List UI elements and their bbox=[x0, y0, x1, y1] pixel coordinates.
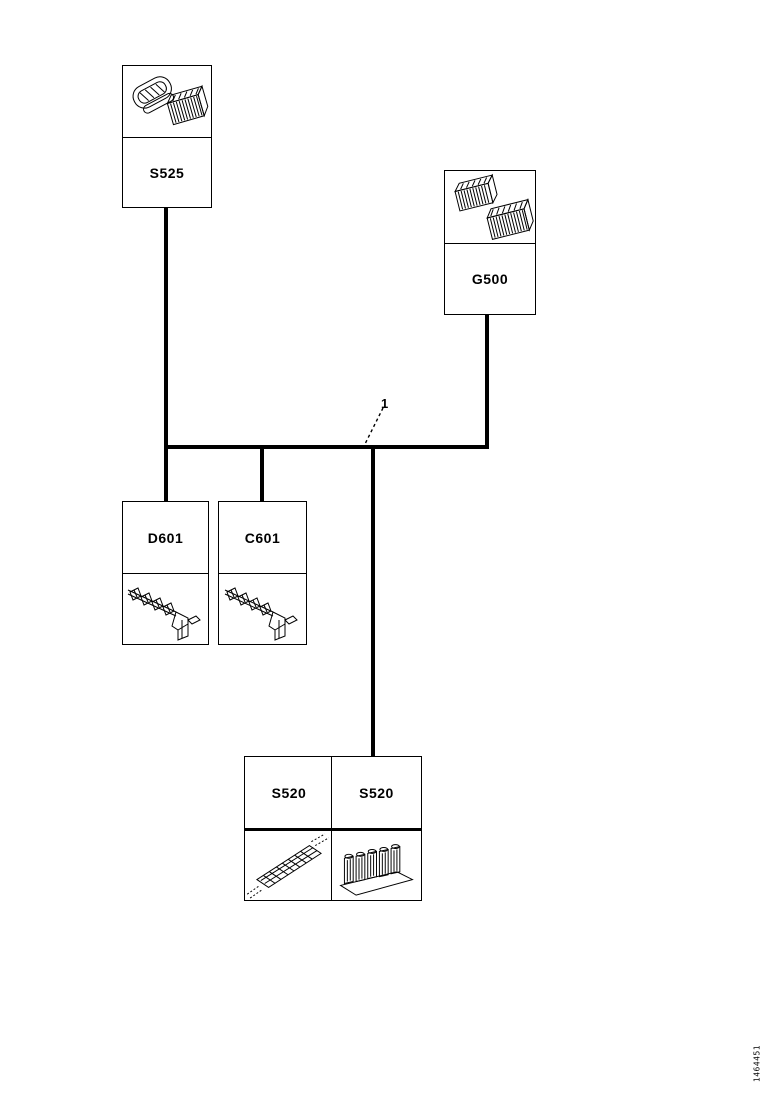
s525-connector-pair-drawing-icon bbox=[123, 66, 211, 137]
c601-terminal-strip-drawing-icon bbox=[219, 573, 306, 644]
connector-node-s525: S525 bbox=[122, 65, 212, 208]
connector-node-g500: G500 bbox=[444, 170, 536, 315]
branch-line-s525-d601 bbox=[164, 204, 168, 502]
callout-leader-line bbox=[362, 407, 384, 449]
node-label-s525: S525 bbox=[149, 164, 185, 181]
connector-node-s520-left: S520 bbox=[244, 756, 334, 901]
harness-trunk-line bbox=[164, 445, 489, 449]
callout-1-label: 1 bbox=[381, 396, 389, 411]
s520-splice-block-drawing-icon bbox=[332, 828, 421, 900]
branch-line-g500 bbox=[485, 311, 489, 448]
branch-line-c601 bbox=[260, 447, 264, 502]
d601-terminal-strip-drawing-icon bbox=[123, 573, 208, 644]
s520-splice-strip-drawing-icon bbox=[245, 828, 333, 900]
branch-line-s520 bbox=[371, 447, 375, 757]
s520-right-label-cell: S520 bbox=[332, 757, 421, 828]
node-label-g500: G500 bbox=[471, 271, 509, 287]
g500-label-cell: G500 bbox=[445, 243, 535, 314]
connector-node-c601: C601 bbox=[218, 501, 307, 645]
node-label-c601: C601 bbox=[244, 529, 281, 546]
node-label-s520-right: S520 bbox=[359, 784, 394, 801]
node-label-d601: D601 bbox=[147, 529, 184, 546]
connector-node-s520-right: S520 bbox=[331, 756, 422, 901]
s520-left-label-cell: S520 bbox=[245, 757, 333, 828]
c601-label-cell: C601 bbox=[219, 502, 306, 573]
node-label-s520-left: S520 bbox=[271, 784, 307, 801]
connector-node-d601: D601 bbox=[122, 501, 209, 645]
d601-label-cell: D601 bbox=[123, 502, 208, 573]
s525-label-cell: S525 bbox=[123, 137, 211, 207]
g500-connector-block-pair-drawing-icon bbox=[445, 171, 535, 243]
doc-number-vertical-text: 1464451 bbox=[752, 1044, 762, 1083]
